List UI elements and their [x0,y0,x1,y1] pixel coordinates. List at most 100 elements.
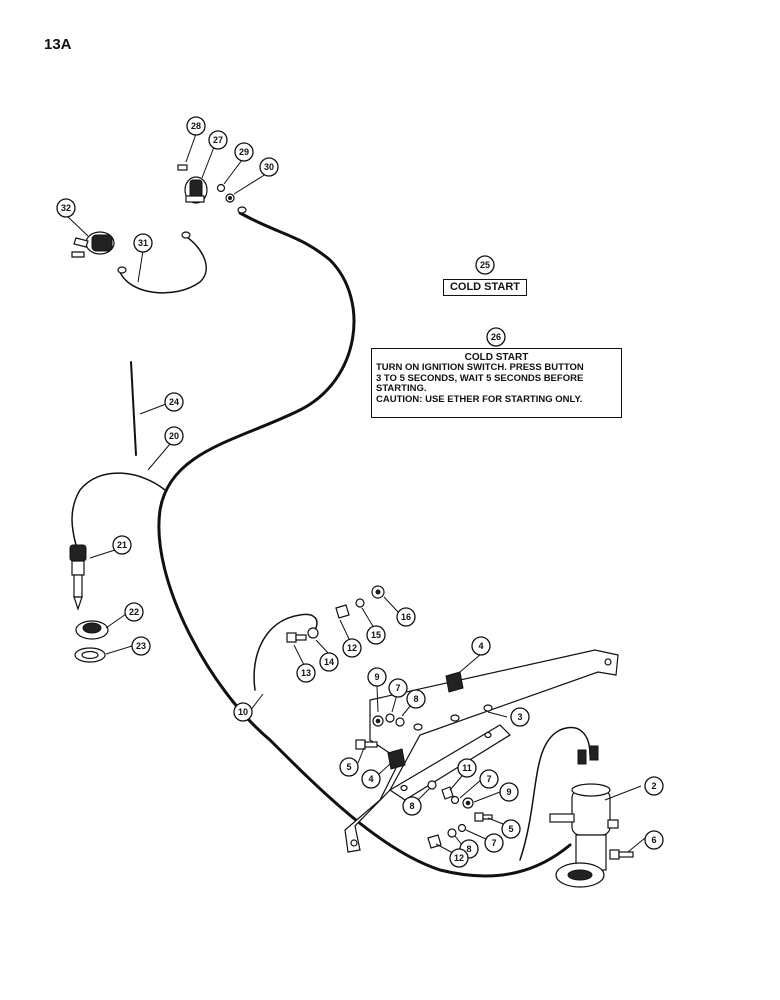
svg-text:4: 4 [368,774,373,784]
bolt-5-lower [474,812,493,822]
svg-text:21: 21 [117,540,127,550]
ether-solenoid-2 [549,745,619,888]
instruction-line: STARTING. [376,383,427,394]
svg-text:12: 12 [347,643,357,653]
svg-text:7: 7 [486,774,491,784]
thermo-sensor-21 [69,544,87,611]
wire-31 [119,235,207,294]
svg-text:14: 14 [324,657,334,667]
callout-15: 15 [366,625,386,645]
callout-12-upper: 12 [342,638,362,658]
callout-28: 28 [186,116,206,136]
svg-text:10: 10 [238,707,248,717]
clip-4-upper [445,671,464,693]
callout-21: 21 [112,535,132,555]
svg-text:7: 7 [491,838,496,848]
callout-20: 20 [164,426,184,446]
svg-text:9: 9 [506,787,511,797]
cold-start-decal: COLD START [443,279,527,296]
svg-text:27: 27 [213,135,223,145]
callout-8-mid: 8 [402,796,422,816]
callout-5-lower: 5 [501,819,521,839]
cold-start-instruction-decal: COLD START TURN ON IGNITION SWITCH. PRES… [371,348,622,418]
svg-text:2: 2 [651,781,656,791]
svg-text:20: 20 [169,431,179,441]
svg-text:7: 7 [395,683,400,693]
washer-15 [355,598,365,608]
callout-4-lower: 4 [361,769,381,789]
washer-8-upper [395,717,405,727]
page-number: 13A [44,36,72,53]
svg-text:31: 31 [138,238,148,248]
wire-solenoid [519,726,591,861]
callout-22: 22 [124,602,144,622]
svg-text:30: 30 [264,162,274,172]
svg-text:23: 23 [136,641,146,651]
cold-start-button-27 [184,176,208,204]
callout-12-lower: 12 [449,848,469,868]
callout-31: 31 [133,233,153,253]
svg-text:11: 11 [462,763,472,773]
svg-text:8: 8 [409,801,414,811]
svg-text:13: 13 [301,668,311,678]
svg-text:9: 9 [374,672,379,682]
bolt-13 [286,632,307,643]
washer-29 [216,183,226,193]
callout-7-upper: 7 [388,678,408,698]
svg-text:24: 24 [169,397,179,407]
cable-tie-24 [130,361,137,456]
svg-text:4: 4 [478,641,483,651]
svg-text:28: 28 [191,121,201,131]
callout-26: 26 [486,327,506,347]
washer-7-lower [457,823,467,833]
instruction-line: 3 TO 5 SECONDS, WAIT 5 SECONDS BEFORE [376,372,584,384]
washer-7-upper [385,713,395,723]
svg-text:6: 6 [651,835,656,845]
terminal-end [237,206,247,214]
callout-29: 29 [234,142,254,162]
callout-9-upper: 9 [367,667,387,687]
clip-12-upper [335,604,350,619]
callout-8-upper: 8 [406,689,426,709]
svg-text:5: 5 [346,762,351,772]
washer-8-bottom [447,828,457,838]
svg-text:12: 12 [454,853,464,863]
callout-5-upper: 5 [339,757,359,777]
wire-20 [71,472,166,546]
callout-14: 14 [319,652,339,672]
callout-27: 27 [208,130,228,150]
callout-30: 30 [259,157,279,177]
svg-text:16: 16 [401,612,411,622]
bracket-strap [388,724,511,801]
nut-9-lower [462,797,474,809]
svg-text:3: 3 [517,712,522,722]
leader-lines [66,133,646,854]
callout-11: 11 [457,758,477,778]
bolt-5-upper [355,739,378,750]
svg-text:8: 8 [466,844,471,854]
nut-30 [225,193,235,203]
seal-22 [75,620,109,640]
callout-2: 2 [644,776,664,796]
svg-text:26: 26 [491,332,501,342]
washer-8-lower [427,780,437,790]
nut-16 [371,585,385,599]
clip-4-lower [387,748,406,770]
callout-24: 24 [164,392,184,412]
svg-text:29: 29 [239,147,249,157]
wire-harness-inner [158,212,571,877]
svg-text:32: 32 [61,203,71,213]
callout-23: 23 [131,636,151,656]
key-switch-32 [71,231,191,274]
washer-14 [307,627,319,639]
callout-25: 25 [475,255,495,275]
washer-23 [74,647,106,663]
callout-6: 6 [644,830,664,850]
instruction-line: TURN ON IGNITION SWITCH. PRESS BUTTON [376,362,584,373]
svg-text:15: 15 [371,630,381,640]
callout-9-lower: 9 [499,782,519,802]
callout-3: 3 [510,707,530,727]
callout-4-upper: 4 [471,636,491,656]
callout-16: 16 [396,607,416,627]
